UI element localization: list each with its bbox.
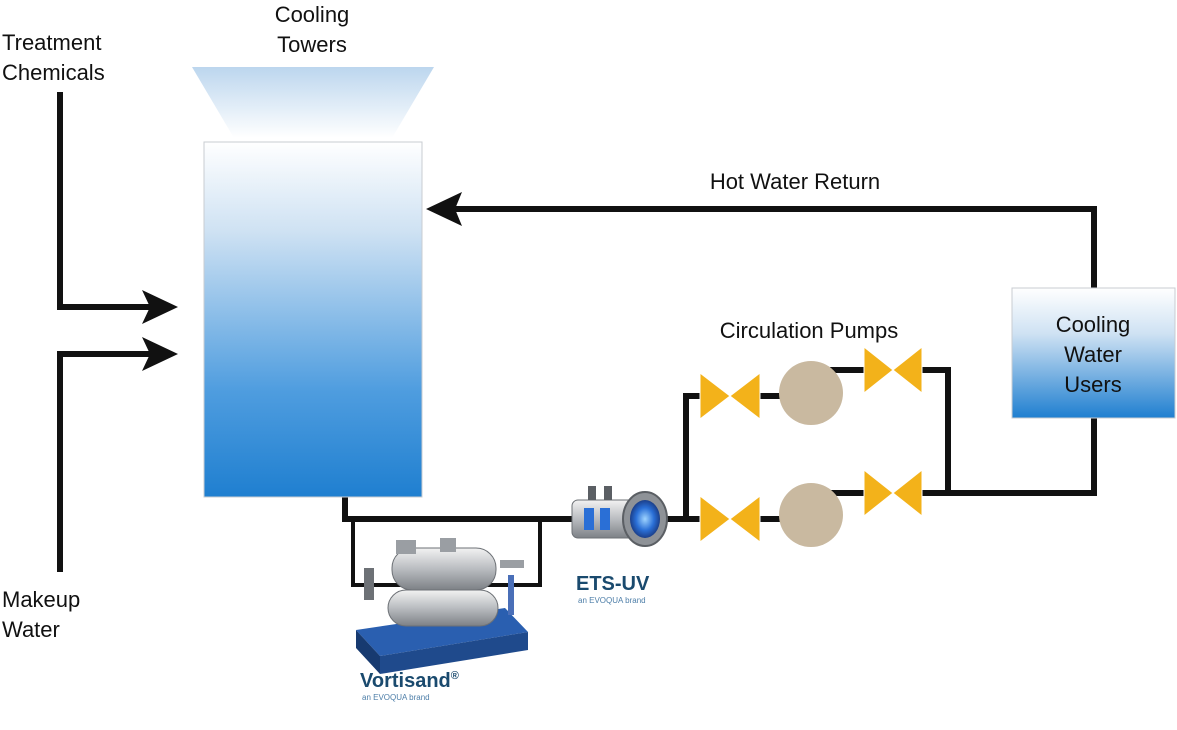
makeup-arrow-icon xyxy=(142,337,178,371)
treatment-chemicals-label-line2: Chemicals xyxy=(2,60,105,85)
circulation-pump-lower-icon xyxy=(779,483,843,547)
cooling-water-users-box xyxy=(1011,287,1176,419)
cooling-towers-label-line2: Towers xyxy=(277,32,347,57)
treatment-chemicals-label-line1: Treatment xyxy=(2,30,101,55)
valves xyxy=(699,345,923,544)
cooling-water-users-label-line2: Water xyxy=(1064,342,1122,367)
pump-discharge-header xyxy=(920,367,951,493)
cooling-towers-label-line1: Cooling xyxy=(275,2,350,27)
valve-upper-inlet-icon xyxy=(699,371,761,421)
hot-water-return-label: Hot Water Return xyxy=(710,169,880,194)
hot-return-arrow-icon xyxy=(426,192,462,226)
vortisand-brand-name: Vortisand xyxy=(360,670,451,692)
hot-water-return-pipe xyxy=(455,206,1097,288)
treatment-arrow-icon xyxy=(142,290,178,324)
cooling-tower xyxy=(192,67,434,498)
valve-lower-outlet-icon xyxy=(863,468,923,518)
circulation-pumps-label: Circulation Pumps xyxy=(720,318,899,343)
vortisand-registered-mark: ® xyxy=(451,670,459,682)
cooling-tower-hood xyxy=(192,67,434,138)
makeup-water-label-line1: Makeup xyxy=(2,587,80,612)
circulation-pump-upper-icon xyxy=(779,361,843,425)
valve-lower-inlet-icon xyxy=(699,494,761,544)
vortisand-brand-label: Vortisand® xyxy=(360,670,459,692)
vortisand-brand-sub: an EVOQUA brand xyxy=(362,693,430,702)
vortisand-unit-icon xyxy=(356,538,528,674)
makeup-water-pipe xyxy=(57,351,150,572)
valve-upper-outlet-icon xyxy=(863,345,923,395)
ets-uv-brand-sub: an EVOQUA brand xyxy=(578,596,646,605)
tank-outlet-pipe xyxy=(342,497,572,522)
cooling-tower-basin xyxy=(203,141,423,498)
cooling-water-users-label-line3: Users xyxy=(1064,372,1121,397)
makeup-water-label-line2: Water xyxy=(2,617,60,642)
ets-uv-unit-icon xyxy=(571,486,668,547)
pump-supply-header xyxy=(683,393,700,519)
ets-uv-brand-label: ETS-UV xyxy=(576,573,650,595)
labels: Treatment Chemicals Cooling Towers Hot W… xyxy=(2,2,1130,702)
users-supply-pipe xyxy=(920,418,1097,496)
treatment-chemicals-pipe xyxy=(57,92,150,310)
flow-arrows xyxy=(142,192,462,371)
cooling-water-users-label-line1: Cooling xyxy=(1056,312,1131,337)
